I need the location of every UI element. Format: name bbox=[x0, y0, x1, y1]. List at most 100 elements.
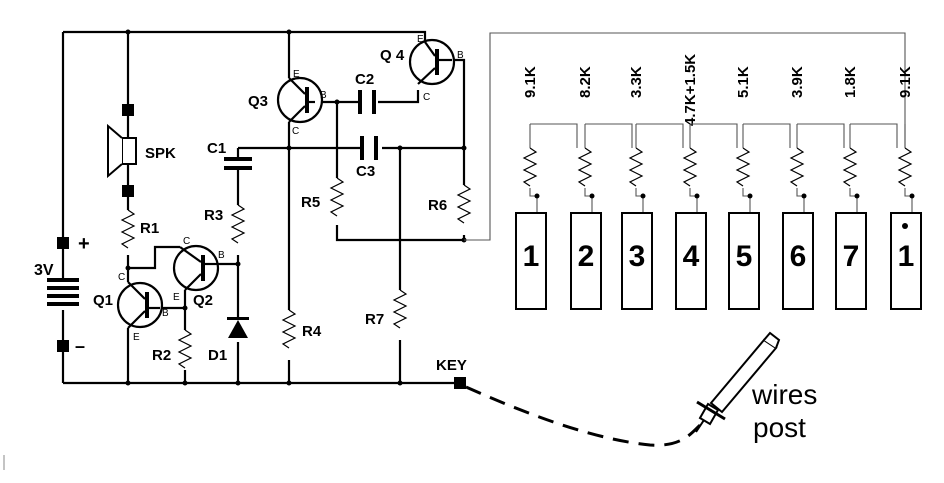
resistor-r1 bbox=[121, 209, 135, 249]
resistor-ladder: 9.1K18.2K23.3K34.7K+1.5K45.1K53.9K61.8K7… bbox=[515, 54, 922, 310]
battery-plus-sign: + bbox=[78, 233, 90, 255]
key-plate-number-1: 1 bbox=[523, 240, 540, 273]
ladder-tap-5 bbox=[742, 188, 751, 213]
ladder-tap-4 bbox=[689, 188, 698, 213]
transistor-q3 bbox=[276, 76, 324, 124]
key-plate-5[interactable] bbox=[728, 212, 760, 310]
ladder-resistor-2 bbox=[578, 147, 592, 187]
ladder-node-3 bbox=[640, 193, 646, 199]
ladder-resistor-value-8: 9.1K bbox=[897, 66, 914, 98]
transistor-q2 bbox=[172, 244, 220, 292]
diode-d1 bbox=[227, 317, 249, 338]
r5-label: R5 bbox=[301, 194, 320, 211]
capacitor-c1 bbox=[224, 157, 252, 170]
ladder-link-5 bbox=[743, 123, 791, 148]
key-plate-number-3: 3 bbox=[629, 240, 646, 273]
ladder-resistor-8 bbox=[898, 147, 912, 187]
battery-minus-sign: – bbox=[75, 336, 85, 356]
key-terminal[interactable] bbox=[454, 377, 466, 389]
key-plate-number-5: 5 bbox=[736, 240, 753, 273]
ladder-resistor-5 bbox=[736, 147, 750, 187]
ladder-resistor-value-1: 9.1K bbox=[522, 66, 539, 98]
q1-base-pin: B bbox=[162, 308, 169, 319]
ladder-tap-8 bbox=[904, 188, 913, 213]
q2-collector-pin: C bbox=[183, 236, 190, 247]
ladder-resistor-4 bbox=[683, 147, 697, 187]
ladder-link-4 bbox=[690, 123, 738, 148]
q2-base-pin: B bbox=[218, 250, 225, 261]
ladder-link-2 bbox=[585, 123, 633, 148]
key-plate-6[interactable] bbox=[782, 212, 814, 310]
r1-label: R1 bbox=[140, 220, 159, 237]
ladder-tap-3 bbox=[635, 188, 644, 213]
key-plate-2[interactable] bbox=[570, 212, 602, 310]
q3-label: Q3 bbox=[248, 93, 268, 110]
speaker-symbol bbox=[107, 104, 137, 197]
upper-octave-dot bbox=[902, 223, 908, 229]
ladder-resistor-7 bbox=[843, 147, 857, 187]
resistor-r4 bbox=[282, 309, 296, 349]
q3-collector-pin: C bbox=[292, 126, 299, 137]
key-plate-4[interactable] bbox=[675, 212, 707, 310]
q4-base-pin: B bbox=[457, 50, 464, 61]
ladder-link-3 bbox=[636, 123, 684, 148]
resistor-r5 bbox=[330, 177, 344, 217]
probe-icon[interactable] bbox=[695, 331, 781, 433]
r4-label: R4 bbox=[302, 323, 322, 340]
ladder-tap-7 bbox=[849, 188, 858, 213]
r2-label: R2 bbox=[152, 347, 171, 364]
key-plate-number-8: 1 bbox=[898, 240, 915, 273]
ladder-node-1 bbox=[534, 193, 540, 199]
ladder-resistor-value-7: 1.8K bbox=[842, 66, 859, 98]
ladder-link-6 bbox=[797, 123, 845, 148]
ladder-resistor-3 bbox=[629, 147, 643, 187]
c2-label: C2 bbox=[355, 71, 374, 88]
q2-label: Q2 bbox=[193, 292, 213, 309]
q3-base-pin: B bbox=[320, 90, 327, 101]
ladder-node-6 bbox=[801, 193, 807, 199]
ladder-resistor-1 bbox=[523, 147, 537, 187]
main-wiring bbox=[61, 30, 466, 385]
key-plate-8[interactable] bbox=[890, 212, 922, 310]
key-plate-7[interactable] bbox=[835, 212, 867, 310]
c3-label: C3 bbox=[356, 163, 375, 180]
ladder-resistor-value-6: 3.9K bbox=[789, 66, 806, 98]
key-plate-number-2: 2 bbox=[578, 240, 595, 273]
transistor-q4 bbox=[408, 38, 456, 86]
ladder-node-5 bbox=[747, 193, 753, 199]
ladder-node-2 bbox=[589, 193, 595, 199]
resistor-r6 bbox=[457, 184, 471, 224]
ladder-link-7 bbox=[850, 123, 898, 148]
wires-post-label-line1: wires bbox=[751, 379, 817, 410]
ladder-node-7 bbox=[854, 193, 860, 199]
q1-emitter-pin: E bbox=[133, 332, 140, 343]
key-plate-1[interactable] bbox=[515, 212, 547, 310]
q4-label: Q 4 bbox=[380, 47, 405, 64]
junction-dots bbox=[125, 29, 467, 386]
ladder-tap-6 bbox=[796, 188, 805, 213]
battery-label: 3V bbox=[34, 262, 54, 279]
capacitor-c2 bbox=[358, 90, 376, 114]
q1-collector-pin: C bbox=[118, 272, 125, 283]
ladder-tap-2 bbox=[584, 188, 593, 213]
resistor-r7 bbox=[393, 289, 407, 329]
key-label: KEY bbox=[436, 357, 467, 374]
ladder-resistor-value-4: 4.7K+1.5K bbox=[682, 54, 699, 126]
ladder-node-4 bbox=[694, 193, 700, 199]
ladder-resistor-value-5: 5.1K bbox=[735, 66, 752, 98]
ladder-resistor-value-3: 3.3K bbox=[628, 66, 645, 98]
q4-emitter-pin: E bbox=[417, 34, 424, 45]
key-plate-3[interactable] bbox=[621, 212, 653, 310]
ladder-feed-wire bbox=[464, 32, 906, 241]
r6-label: R6 bbox=[428, 197, 447, 214]
ladder-tap-1 bbox=[529, 188, 538, 213]
capacitor-c3 bbox=[360, 136, 378, 160]
battery-symbol bbox=[47, 237, 79, 352]
speaker-label: SPK bbox=[145, 145, 176, 162]
transistor-q1 bbox=[116, 281, 164, 329]
q2-emitter-pin: E bbox=[173, 292, 180, 303]
ladder-resistor-value-2: 8.2K bbox=[577, 66, 594, 98]
ladder-node-8 bbox=[909, 193, 915, 199]
key-plate-number-4: 4 bbox=[683, 240, 700, 273]
